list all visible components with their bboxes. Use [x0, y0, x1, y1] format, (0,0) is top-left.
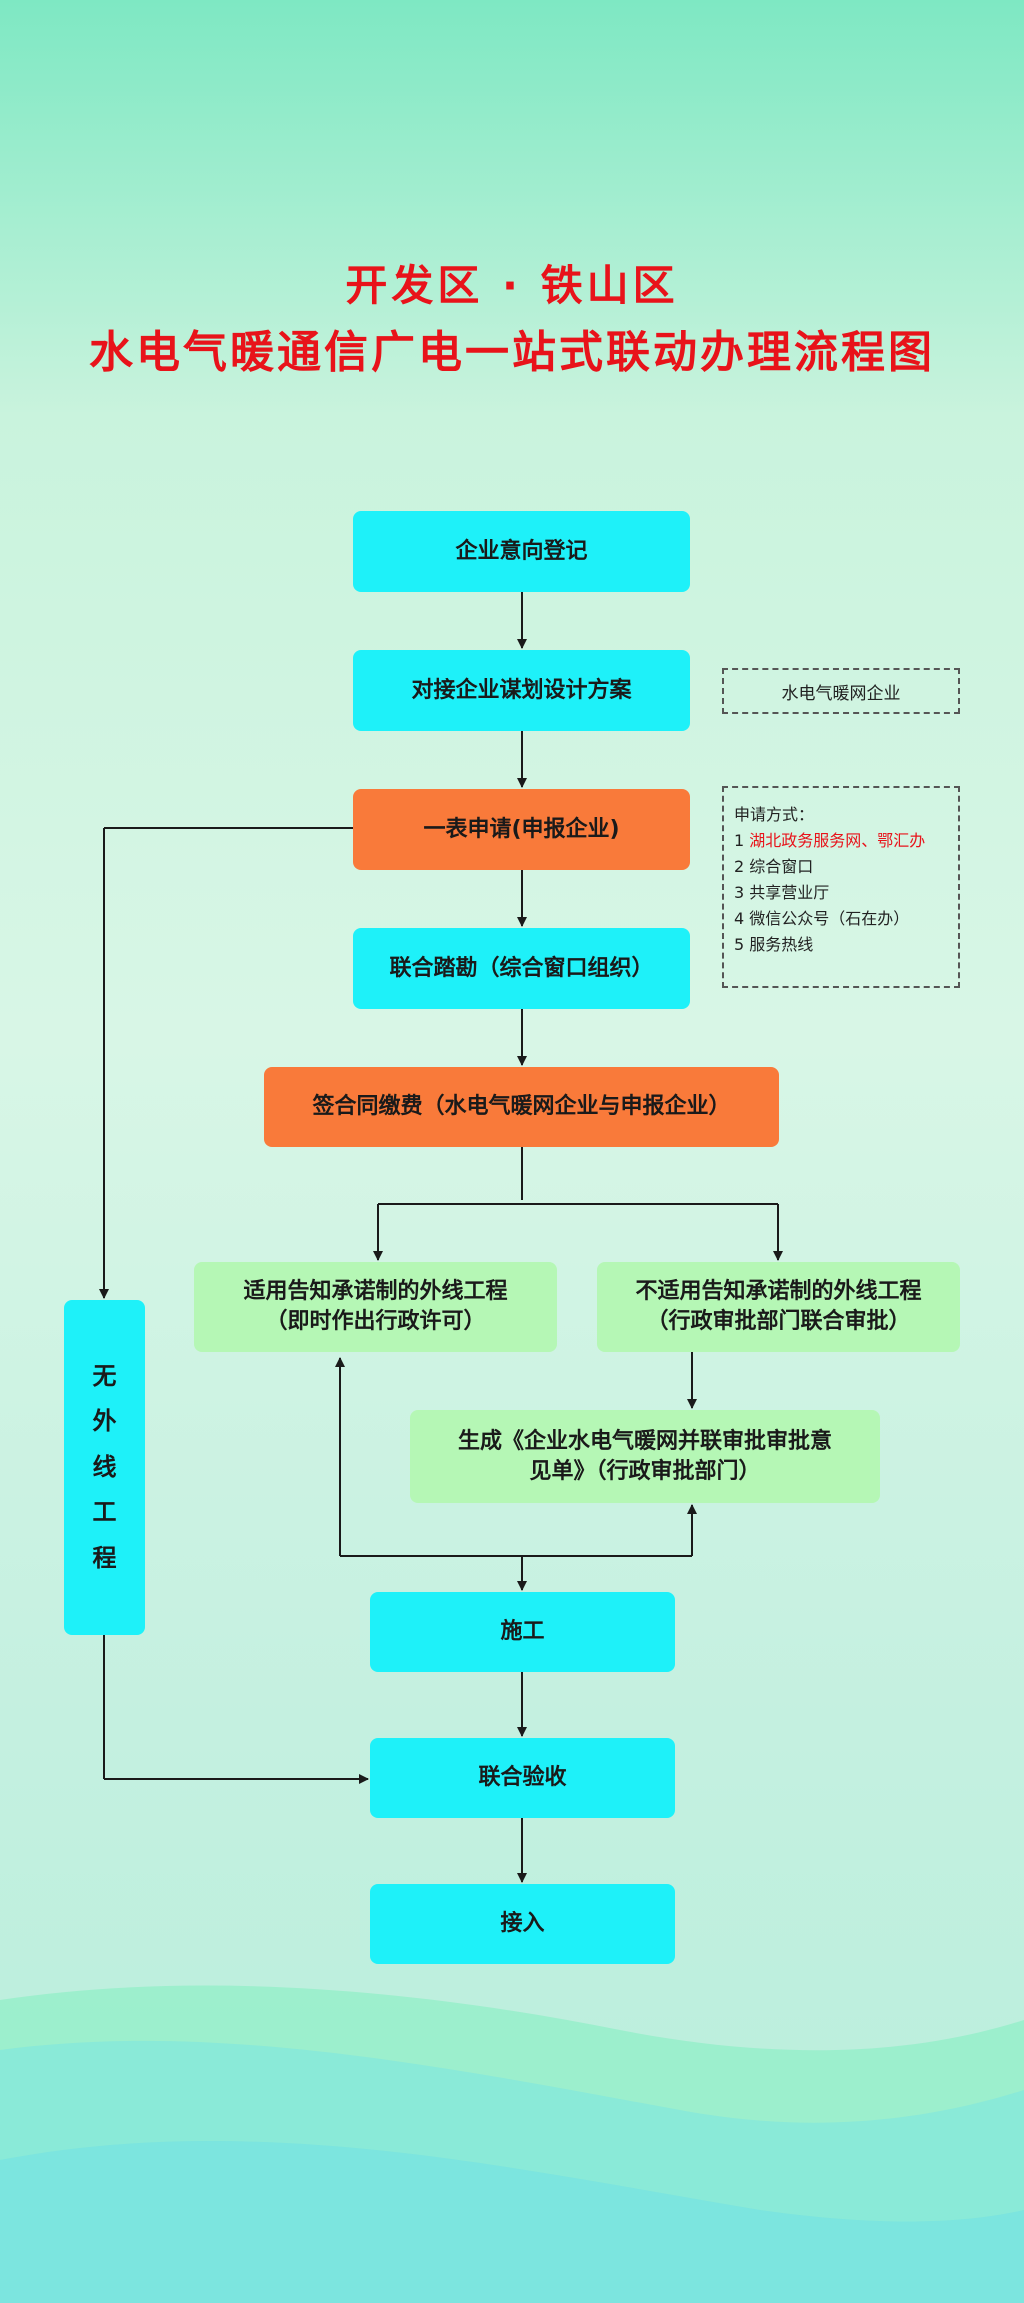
title-line-2: 水电气暖通信广电一站式联动办理流程图 [89, 327, 935, 378]
step-construction: 施工 [370, 1592, 675, 1672]
step-approval-opinion: 生成《企业水电气暖网并联审批审批意 见单》（行政审批部门） [410, 1410, 880, 1503]
application-methods-title: 申请方式： [734, 805, 815, 824]
step-contract-payment: 签合同缴费（水电气暖网企业与申报企业） [264, 1067, 779, 1147]
application-method-item: 5 服务热线 [734, 935, 814, 954]
branch-notification-commitment: 适用告知承诺制的外线工程 （即时作出行政许可） [194, 1262, 557, 1352]
application-method-item: 3 共享营业厅 [734, 883, 830, 902]
note-application-methods: 申请方式： 1 湖北政务服务网、鄂汇办 2 综合窗口 3 共享营业厅 4 微信公… [722, 786, 960, 988]
step-connection: 接入 [370, 1884, 675, 1964]
branch-joint-approval: 不适用告知承诺制的外线工程 （行政审批部门联合审批） [597, 1262, 960, 1352]
step-enterprise-registration: 企业意向登记 [353, 511, 690, 592]
step-joint-acceptance: 联合验收 [370, 1738, 675, 1818]
note-utility-enterprise: 水电气暖网企业 [722, 668, 960, 714]
application-method-item: 2 综合窗口 [734, 857, 814, 876]
application-method-item: 4 微信公众号（石在办） [734, 909, 910, 928]
step-design-plan: 对接企业谋划设计方案 [353, 650, 690, 731]
application-method-item: 1 湖北政务服务网、鄂汇办 [734, 831, 926, 850]
step-joint-survey: 联合踏勘（综合窗口组织） [353, 928, 690, 1009]
title-line-1: 开发区 · 铁山区 [345, 261, 679, 310]
background-waves [0, 1985, 1024, 2303]
branch-no-external-line: 无 外 线 工 程 [64, 1300, 145, 1635]
step-single-form-application: 一表申请(申报企业) [353, 789, 690, 870]
